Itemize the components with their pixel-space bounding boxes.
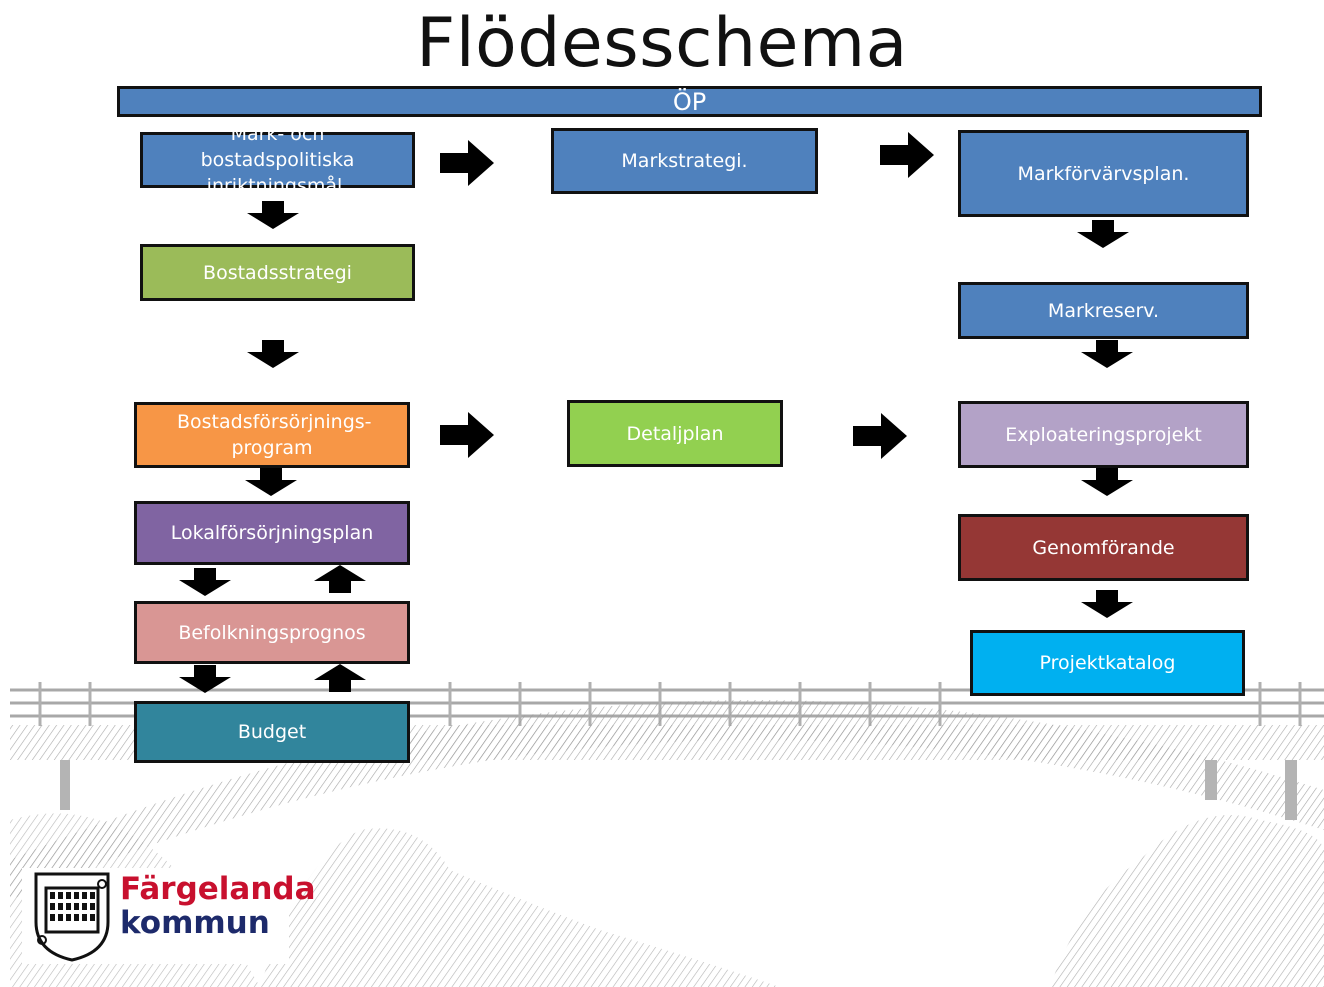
box-label: Bostadsstrategi (203, 261, 352, 284)
logo-text: Färgelanda kommun (120, 872, 316, 940)
logo-line-2: kommun (120, 905, 270, 941)
arrow-right-icon (440, 140, 494, 186)
arrow-up-icon (314, 664, 366, 692)
arrow-down-icon (1077, 220, 1129, 248)
box-label: Markförvärvsplan. (1017, 162, 1190, 185)
box-label: Bostadsförsörjnings-program (177, 411, 372, 459)
box-bostadsforsorjningsprogram: Bostadsförsörjnings-program (134, 402, 410, 468)
box-label: Mark- och bostadspolitiska inriktningsmå… (200, 123, 355, 197)
arrow-down-icon (247, 340, 299, 368)
box-mark-bostadspolitiska: Mark- och bostadspolitiska inriktningsmå… (140, 123, 415, 197)
arrow-right-icon (853, 413, 907, 459)
box-lokalforsorjningsplan: Lokalförsörjningsplan (134, 501, 410, 565)
box-label: Projektkatalog (1039, 652, 1176, 674)
box-label: Markstrategi. (621, 150, 748, 172)
page-title: Flödesschema (416, 4, 908, 83)
arrow-down-icon (247, 201, 299, 229)
arrow-down-icon (1081, 340, 1133, 368)
box-label: Budget (237, 721, 307, 743)
box-label: Lokalförsörjningsplan (170, 522, 374, 544)
box-label: Markreserv. (1047, 299, 1160, 322)
box-label: Genomförande (1032, 536, 1175, 559)
box-label: Detaljplan (626, 422, 724, 445)
box-detaljplan: Detaljplan (567, 400, 783, 467)
arrow-up-icon (314, 565, 366, 593)
arrow-down-icon (179, 665, 231, 693)
box-markstrategi: Markstrategi. (551, 128, 818, 194)
arrow-down-icon (179, 568, 231, 596)
op-bar: ÖP (117, 86, 1262, 117)
box-befolkningsprognos: Befolkningsprognos (134, 601, 410, 664)
arrow-down-icon (245, 468, 297, 496)
arrow-down-icon (1081, 590, 1133, 618)
arrow-down-icon (1081, 468, 1133, 496)
box-markreserv: Markreserv. (958, 282, 1249, 339)
coat-of-arms-icon (34, 872, 110, 962)
box-exploateringsprojekt: Exploateringsprojekt (958, 401, 1249, 468)
box-bostadsstrategi: Bostadsstrategi (140, 244, 415, 301)
box-budget: Budget (134, 701, 410, 763)
box-label: Befolkningsprognos (178, 621, 366, 644)
box-label: Exploateringsprojekt (1005, 423, 1202, 446)
fargelanda-logo: Färgelanda kommun (22, 868, 316, 964)
arrow-right-icon (440, 412, 494, 458)
logo-line-1: Färgelanda (120, 871, 316, 907)
box-genomforande: Genomförande (958, 514, 1249, 581)
box-markforvarvsplan: Markförvärvsplan. (958, 130, 1249, 217)
arrow-right-icon (880, 132, 934, 178)
box-projektkatalog: Projektkatalog (970, 630, 1245, 696)
